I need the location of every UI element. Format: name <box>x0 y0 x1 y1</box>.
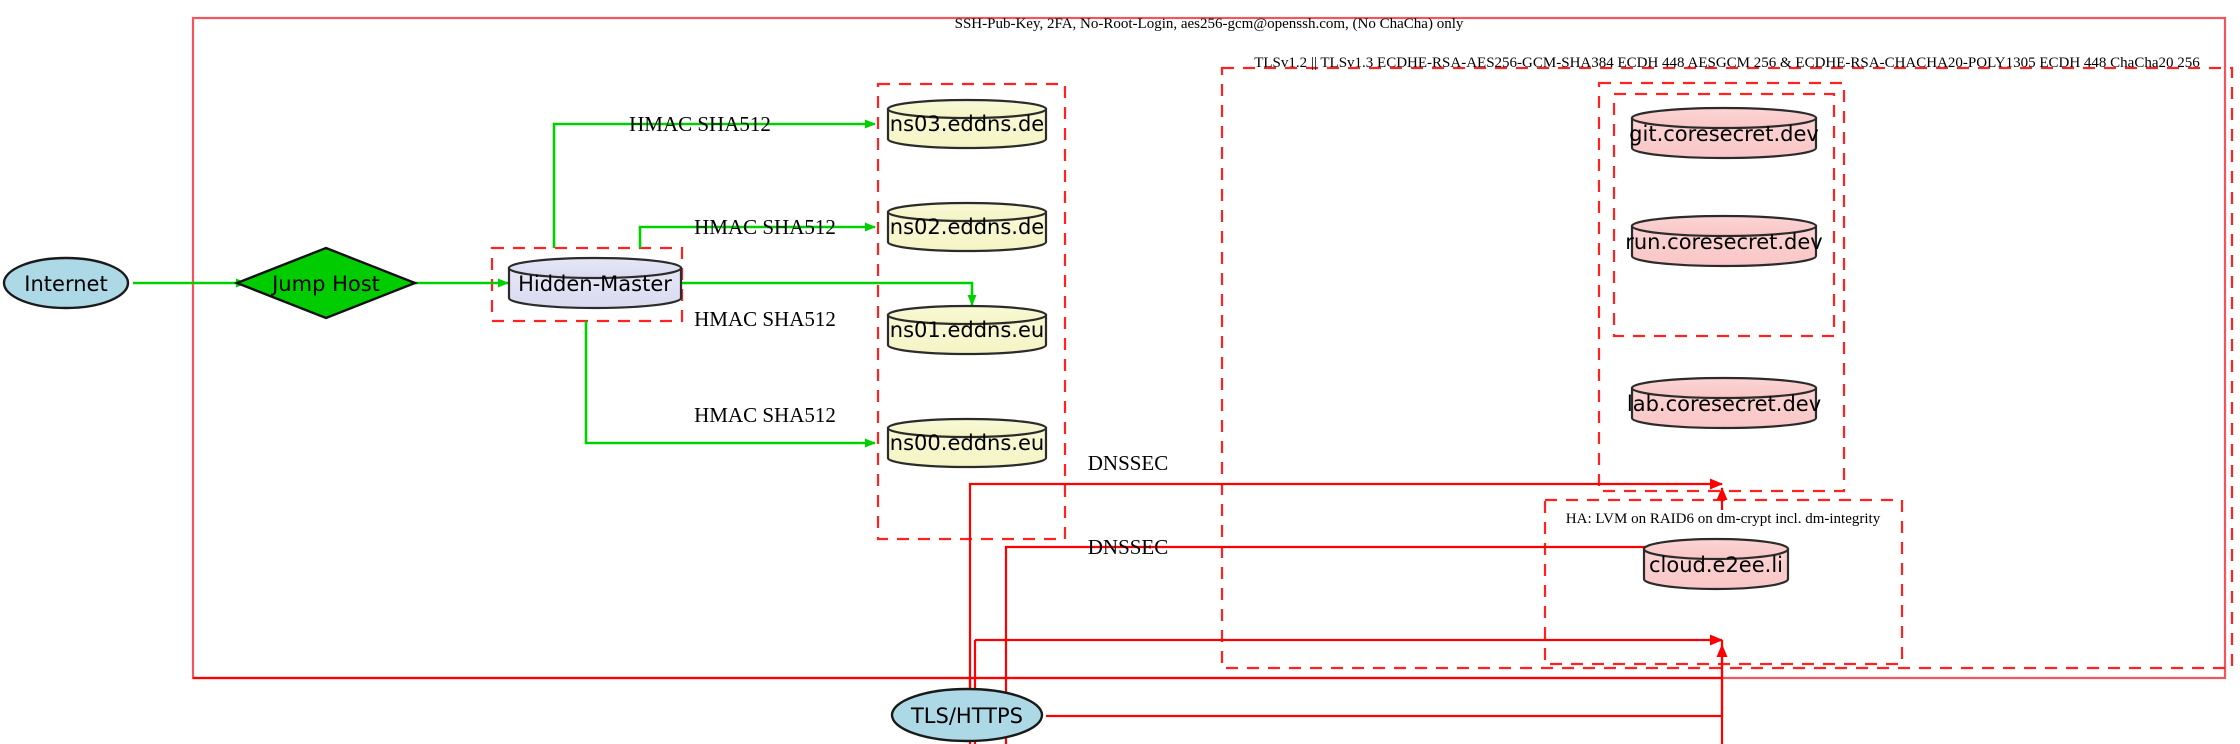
cluster-ha: HA: LVM on RAID6 on dm-crypt incl. dm-in… <box>1543 498 1904 666</box>
edge-label-dnssec-upper: DNSSEC <box>1088 451 1169 475</box>
cluster-ha-label: HA: LVM on RAID6 on dm-crypt incl. dm-in… <box>1566 511 1881 527</box>
cluster-dns-zone <box>876 82 1067 541</box>
edge-master-ns01 <box>672 281 977 306</box>
cluster-tls-label: TLSv1.2 || TLSv1.3 ECDHE-RSA-AES256-GCM-… <box>1254 55 2200 71</box>
edge-master-ns00 <box>584 321 876 448</box>
node-lab-coresecret-label: lab.coresecret.dev <box>1627 392 1821 416</box>
cluster-ssh-label: SSH-Pub-Key, 2FA, No-Root-Login, aes256-… <box>955 16 1464 32</box>
edge-dnssec-upper <box>968 478 1723 744</box>
node-cloud-e2ee-label: cloud.e2ee.li <box>1649 553 1783 577</box>
node-internet[interactable]: Internet <box>2 256 130 310</box>
edge-label-hmac-ns00: HMAC SHA512 <box>694 403 836 427</box>
cluster-ssh: SSH-Pub-Key, 2FA, No-Root-Login, aes256-… <box>191 16 2227 680</box>
node-ns00[interactable]: ns00.eddns.eu <box>886 417 1048 469</box>
edge-master-ns02 <box>638 222 876 248</box>
node-tls-https-label: TLS/HTTPS <box>910 704 1023 728</box>
edge-label-hmac-ns02: HMAC SHA512 <box>694 215 836 239</box>
node-run-coresecret[interactable]: run.coresecret.dev <box>1625 214 1823 268</box>
node-ns01[interactable]: ns01.eddns.eu <box>886 304 1048 356</box>
node-ns03[interactable]: ns03.eddns.de <box>886 98 1048 150</box>
node-tls-https[interactable]: TLS/HTTPS <box>890 687 1044 743</box>
node-run-coresecret-label: run.coresecret.dev <box>1625 230 1823 254</box>
node-internet-label: Internet <box>24 272 107 296</box>
edge-tlshttps-right <box>1046 680 1724 718</box>
cluster-web-inner <box>1612 92 1836 338</box>
node-jump-host[interactable]: Jump Host <box>233 246 419 320</box>
node-git-coresecret-label: git.coresecret.dev <box>1629 122 1819 146</box>
node-hidden-master-label: Hidden-Master <box>518 272 672 296</box>
node-ns03-label: ns03.eddns.de <box>890 112 1044 136</box>
node-jump-host-label: Jump Host <box>270 272 380 296</box>
edge-label-hmac-ns03: HMAC SHA512 <box>629 112 771 136</box>
node-git-coresecret[interactable]: git.coresecret.dev <box>1629 106 1819 160</box>
node-cloud-e2ee[interactable]: cloud.e2ee.li <box>1642 537 1790 591</box>
edge-label-dnssec-lower: DNSSEC <box>1088 535 1169 559</box>
node-ns02-label: ns02.eddns.de <box>890 215 1044 239</box>
node-lab-coresecret[interactable]: lab.coresecret.dev <box>1627 376 1821 430</box>
edge-dnssec-lower <box>1004 545 1722 744</box>
edge-label-hmac-ns01: HMAC SHA512 <box>694 307 836 331</box>
node-hidden-master[interactable]: Hidden-Master <box>507 256 683 310</box>
cluster-tls: TLSv1.2 || TLSv1.3 ECDHE-RSA-AES256-GCM-… <box>1220 55 2234 670</box>
cluster-web-outer <box>1597 81 1846 493</box>
node-ns02[interactable]: ns02.eddns.de <box>886 201 1048 253</box>
node-ns01-label: ns01.eddns.eu <box>890 318 1044 342</box>
edge-master-ns03 <box>552 119 876 248</box>
node-ns00-label: ns00.eddns.eu <box>890 431 1044 455</box>
